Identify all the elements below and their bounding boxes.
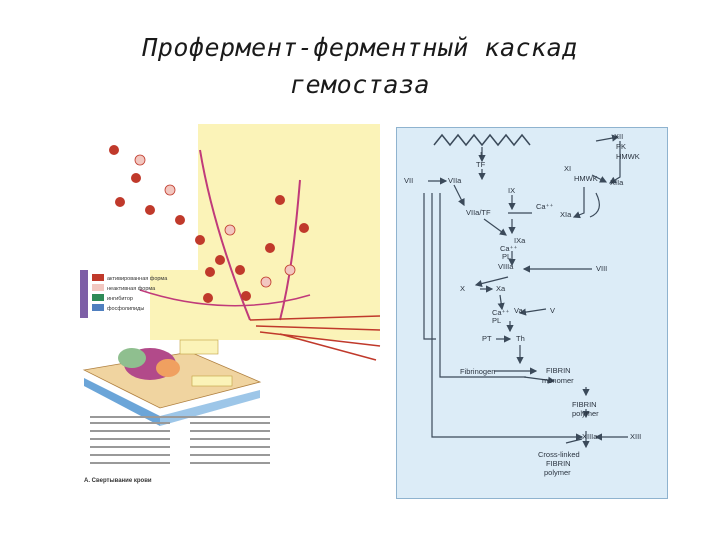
node-PK: PK [616, 142, 626, 151]
node-Fibrin-polymer: FIBRIN [572, 400, 597, 409]
node-Crosslinked: Cross-linked [538, 450, 580, 459]
node-Xa: Xa [496, 284, 506, 293]
factor-node-inactive [260, 276, 272, 288]
node-Va: Va [514, 306, 523, 315]
factor-node [203, 293, 213, 303]
node-PT: PT [482, 334, 492, 343]
purple-legend-strip [80, 270, 88, 318]
node-TF: TF [476, 160, 486, 169]
legend-label: фосфолипиды [107, 306, 144, 312]
factor-node [241, 291, 251, 301]
slide-title-line2: гемостаза [290, 70, 430, 99]
right-panel-bg [396, 127, 668, 499]
zigzag-trauma [433, 133, 531, 147]
node-IXa: IXa [514, 236, 526, 245]
node-PL: PL [502, 252, 511, 261]
factor-node [145, 205, 155, 215]
factor-node-inactive [134, 154, 146, 166]
common-path [139, 289, 311, 307]
factor-node [195, 235, 205, 245]
factor-node [205, 267, 215, 277]
node-HMWK-right: HMWK [616, 152, 640, 161]
node-Fibrin-monomer: FIBRIN [546, 366, 571, 375]
factor-node [215, 255, 225, 265]
slide-title-line1: Профермент-ферментный каскад [142, 33, 578, 62]
legend-label: активированная форма [107, 276, 168, 282]
yellow-region-top [198, 124, 380, 274]
node-Fibrinogen: Fibrinogen [460, 367, 495, 376]
node-PL-2: PL [492, 316, 501, 325]
node-XIIIa: XIIIa [582, 432, 598, 441]
node-XII: XII [614, 132, 623, 141]
node-XIa: XIa [560, 210, 572, 219]
fibrin-strands [249, 315, 381, 361]
node-Ca: Ca⁺⁺ [536, 202, 554, 211]
factor-node [115, 197, 125, 207]
factor-node [235, 265, 245, 275]
node-X: X [460, 284, 465, 293]
node-VIIIa: VIIIa [498, 262, 514, 271]
factor-node [131, 173, 141, 183]
node-VII: VII [404, 176, 413, 185]
left-legend: активированная форма неактивная форма ин… [92, 274, 168, 312]
extrinsic-path [199, 149, 251, 321]
node-IX: IX [508, 186, 515, 195]
node-VIIa-TF: VIIa/TF [466, 208, 491, 217]
node-Crosslinked-2: FIBRIN [546, 459, 571, 468]
intrinsic-path [279, 179, 301, 321]
factor-node [275, 195, 285, 205]
factor-node [175, 215, 185, 225]
node-HMWK: HMWK [574, 174, 598, 183]
node-XI: XI [564, 164, 571, 173]
vessel-wall-illustration [82, 339, 262, 426]
node-Crosslinked-3: polymer [544, 468, 571, 477]
left-coagulation-diagram: активированная форма неактивная форма ин… [80, 120, 382, 500]
node-XIII: XIII [630, 432, 641, 441]
factor-node [109, 145, 119, 155]
node-Ca-2: Ca⁺⁺ [492, 308, 510, 317]
factor-node-inactive [284, 264, 296, 276]
node-V: V [550, 306, 555, 315]
node-VIII: VIII [596, 264, 607, 273]
left-caption: А. Свертывание крови [84, 478, 152, 484]
node-VIIa: VIIa [448, 176, 462, 185]
node-Fibrin-monomer-2: monomer [542, 376, 574, 385]
right-cascade-diagram: XII PK HMWK I TF XI HMWK XIIa VII VIIa I… [396, 127, 668, 499]
factor-list-block [90, 416, 270, 464]
factor-node-inactive [164, 184, 176, 196]
node-Fibrin-polymer-2: polymer [572, 409, 599, 418]
node-Th: Th [516, 334, 525, 343]
legend-label: ингибитор [107, 296, 133, 302]
node-XIIa: XIIa [610, 178, 624, 187]
factor-node [265, 243, 275, 253]
legend-label: неактивная форма [107, 286, 156, 292]
node-I: I [480, 150, 482, 159]
factor-node-inactive [224, 224, 236, 236]
factor-node [299, 223, 309, 233]
node-Ca-PL: Ca⁺⁺ [500, 244, 518, 253]
